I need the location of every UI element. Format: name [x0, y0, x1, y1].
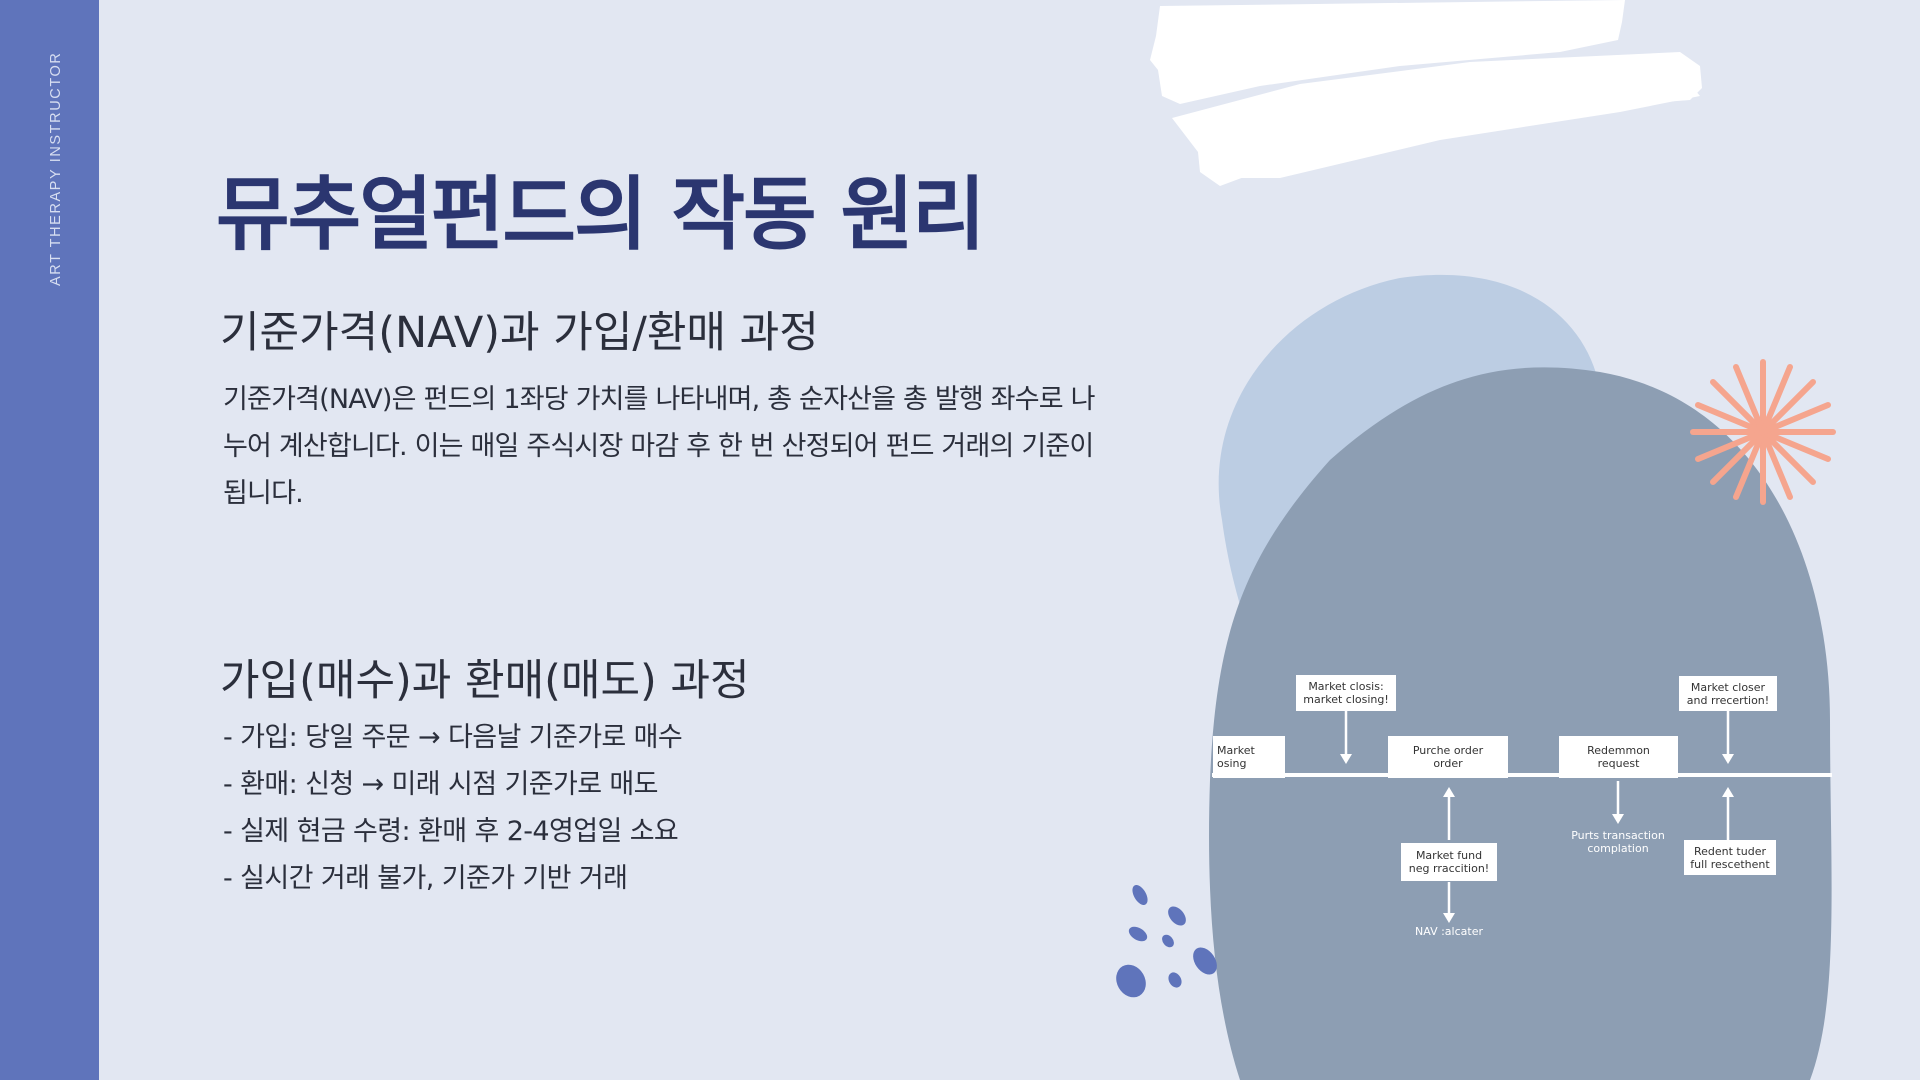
- splatter-decoration: [1116, 885, 1217, 998]
- diagram-box-market-closer: Market closer and rrecertion!: [1679, 676, 1777, 711]
- diagram-box-market-left: Market osing: [1213, 736, 1285, 778]
- diagram-box-market-closing: Market closis: market closing!: [1296, 675, 1396, 711]
- list-item: - 환매: 신청 → 미래 시점 기준가로 매도: [223, 769, 659, 800]
- list-item: - 실제 현금 수령: 환매 후 2-4영업일 소요: [223, 816, 679, 847]
- trade-section-heading: 가입(매수)과 환매(매도) 과정: [220, 656, 750, 706]
- starburst-decoration: [1690, 359, 1836, 505]
- diagram-label-transaction: Purts transaction complation: [1571, 829, 1665, 855]
- nav-section-body: 기준가격(NAV)은 펀드의 1좌당 가치를 나타내며, 총 순자산을 총 발행…: [223, 384, 1095, 509]
- diagram-box-purchase-order: Purche order order: [1388, 736, 1508, 778]
- diagram-box-market-fund: Market fund neg rraccition!: [1401, 843, 1497, 881]
- page-title: 뮤추얼펀드의 작동 원리: [216, 168, 986, 261]
- diagram-label-nav-calc: NAV :alcater: [1415, 925, 1483, 938]
- trade-bullet-list: - 가입: 당일 주문 → 다음날 기준가로 매수 - 환매: 신청 → 미래 …: [223, 714, 683, 902]
- diagram-box-redemption-request: Redemmon request: [1559, 736, 1678, 778]
- diagram-box-redent-tuder: Redent tuder full rescethent: [1684, 840, 1776, 875]
- list-item: - 실시간 거래 불가, 기준가 기반 거래: [223, 863, 628, 894]
- list-item: - 가입: 당일 주문 → 다음날 기준가로 매수: [223, 722, 683, 753]
- sidebar: ART THERAPY INSTRUCTOR: [0, 0, 99, 1080]
- nav-section-heading: 기준가격(NAV)과 가입/환매 과정: [220, 308, 819, 358]
- dark-blob: [1209, 367, 1832, 1080]
- brush-stroke-decoration: [1150, 0, 1702, 186]
- diagram-lines: [1212, 711, 1832, 923]
